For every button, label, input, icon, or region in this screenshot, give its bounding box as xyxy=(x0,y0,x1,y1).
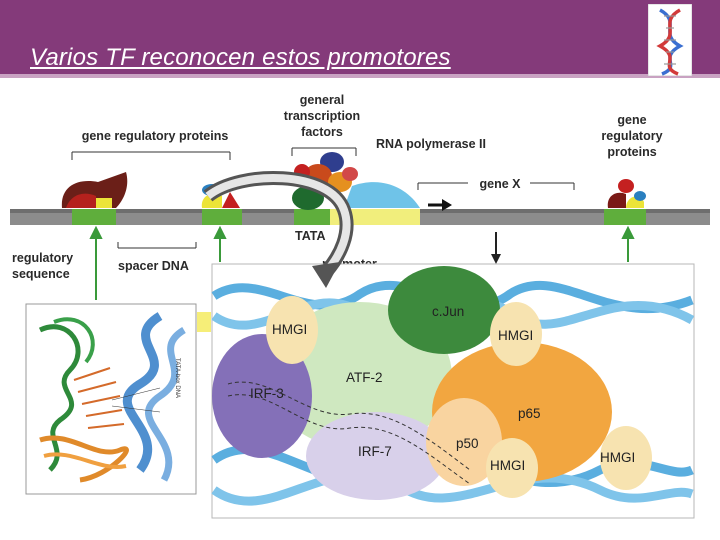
cjun-label: c.Jun xyxy=(432,304,464,319)
label-gene-right-3: proteins xyxy=(607,145,656,159)
hmgi-protein-bottom-mid xyxy=(486,438,538,498)
label-spacer-dna: spacer DNA xyxy=(118,259,189,273)
hmgi-label-bottom-mid: HMGI xyxy=(490,458,525,473)
tbp-structure-panel: TATA-box DNA xyxy=(25,303,197,495)
p50-label: p50 xyxy=(456,436,479,451)
enhanceosome-panel: c.Jun HMGI HMGI ATF-2 IRF-3 IRF-7 p65 p5… xyxy=(211,263,695,519)
slide-header xyxy=(0,0,720,78)
irf7-protein xyxy=(306,412,446,500)
header-divider xyxy=(0,74,720,78)
label-gene-regulatory-left: gene regulatory proteins xyxy=(82,129,229,143)
regulatory-site-right xyxy=(604,209,646,225)
slide-title: Varios TF reconocen estos promotores xyxy=(30,44,451,71)
atf2-label: ATF-2 xyxy=(346,370,383,385)
label-gene-x: gene X xyxy=(480,177,522,191)
label-gene-right-1: gene xyxy=(617,113,646,127)
hmgi-label-top-left: HMGI xyxy=(272,322,307,337)
label-regulatory-seq-1: regulatory xyxy=(12,251,73,265)
rna-polymerase xyxy=(344,182,420,208)
label-rna-pol: RNA polymerase II xyxy=(376,137,486,151)
label-general-tf-2: transcription xyxy=(284,109,360,123)
regulatory-site-left xyxy=(72,209,116,225)
label-regulatory-seq-2: sequence xyxy=(12,267,70,281)
dna-logo-icon xyxy=(648,4,692,76)
irf3-label: IRF-3 xyxy=(250,386,284,401)
irf3-protein xyxy=(212,334,312,458)
label-general-tf-1: general xyxy=(300,93,344,107)
tata-site xyxy=(294,209,330,225)
irf7-label: IRF-7 xyxy=(358,444,392,459)
hmgi-label-bottom-right: HMGI xyxy=(600,450,635,465)
label-general-tf-3: factors xyxy=(301,125,343,139)
tbp-annotation: TATA-box DNA xyxy=(174,358,180,398)
label-gene-right-2: regulatory xyxy=(601,129,662,143)
regulatory-site-mid xyxy=(202,209,242,225)
hmgi-protein-top-left xyxy=(266,296,318,364)
label-tata: TATA xyxy=(295,229,326,243)
hmgi-protein-top-right xyxy=(490,302,542,366)
p65-label: p65 xyxy=(518,406,541,421)
hmgi-label-top-right: HMGI xyxy=(498,328,533,343)
zoom-arrow xyxy=(203,171,354,288)
hmgi-protein-bottom-right xyxy=(600,426,652,490)
cjun-protein xyxy=(388,266,500,354)
p50-protein xyxy=(426,398,502,486)
regulatory-protein-right xyxy=(607,192,626,208)
